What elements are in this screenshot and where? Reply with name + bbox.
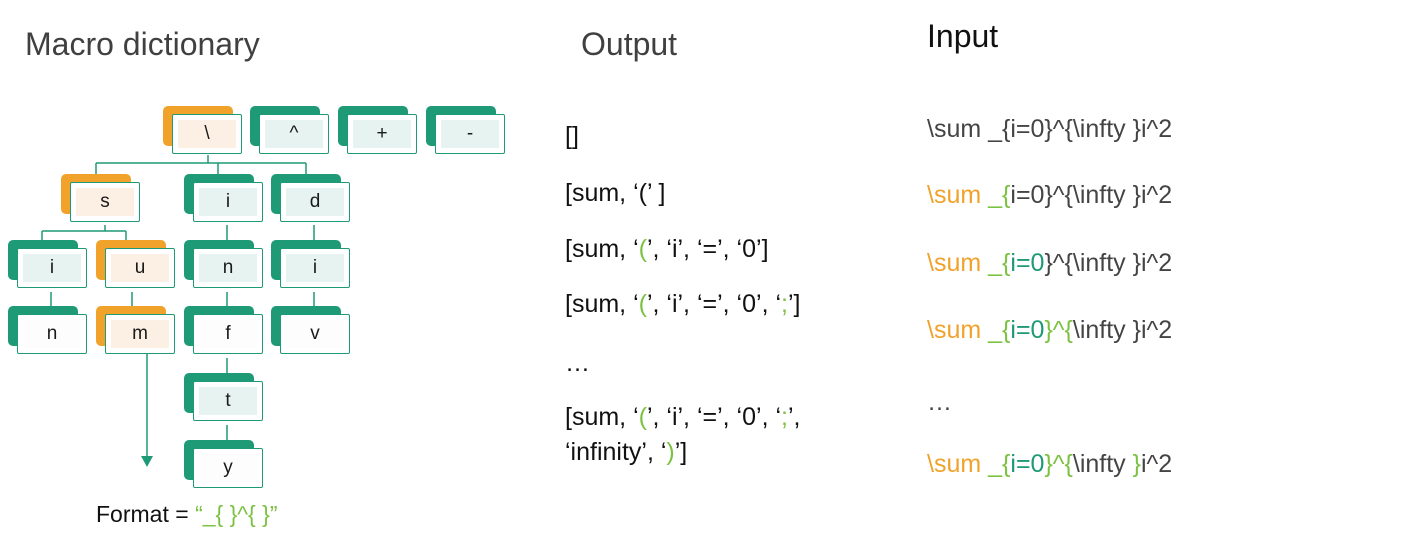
input-line-2: \sum _{i=0}^{\infty }i^2 — [927, 181, 1173, 209]
trie-node-plus: + — [338, 106, 426, 154]
output-line-4: [sum, ‘(’, ‘i’, ‘=’, ‘0’, ‘;’] — [565, 290, 801, 318]
trie-node-f: f — [184, 306, 272, 354]
trie-node-s-i: i — [8, 240, 96, 288]
input-line-4: \sum _{i=0}^{\infty }i^2 — [927, 316, 1173, 344]
output-line-2: [sum, ‘(’ ] — [565, 179, 666, 207]
format-value: “_{ }^{ }” — [195, 501, 278, 527]
trie-node-caret: ^ — [250, 106, 338, 154]
trie-node-s: s — [61, 174, 149, 222]
output-line-3: [sum, ‘(’, ‘i’, ‘=’, ‘0’] — [565, 235, 769, 263]
trie-node-i: i — [184, 174, 272, 222]
input-line-6: \sum _{i=0}^{\infty }i^2 — [927, 450, 1173, 478]
trie-node-s-n: n — [8, 306, 96, 354]
output-line-5: … — [565, 349, 590, 377]
trie-node-minus: - — [426, 106, 514, 154]
trie-node-t: t — [184, 373, 272, 421]
trie-node-d-i: i — [271, 240, 359, 288]
format-label-text: Format = — [96, 501, 196, 527]
trie-node-m: m — [96, 306, 184, 354]
trie-node-y: y — [184, 440, 272, 488]
output-heading: Output — [581, 26, 678, 62]
output-line-7: ‘infinity’, ‘)’] — [565, 438, 688, 466]
input-line-3: \sum _{i=0}^{\infty }i^2 — [927, 249, 1173, 277]
input-heading: Input — [927, 18, 999, 54]
input-line-5: … — [927, 388, 952, 416]
format-label: Format = “_{ }^{ }” — [96, 501, 277, 528]
trie-connectors — [41, 155, 315, 467]
trie-node-d: d — [271, 174, 359, 222]
output-line-6: [sum, ‘(’, ‘i’, ‘=’, ‘0’, ‘;’, — [565, 403, 801, 431]
trie-node-backslash: \ — [163, 106, 251, 154]
output-line-1: [] — [565, 122, 579, 150]
trie-node-v: v — [271, 306, 359, 354]
macro-dictionary-heading: Macro dictionary — [25, 26, 260, 62]
trie-node-n: n — [184, 240, 272, 288]
trie-node-u: u — [96, 240, 184, 288]
input-line-1: \sum _{i=0}^{\infty }i^2 — [927, 115, 1173, 143]
